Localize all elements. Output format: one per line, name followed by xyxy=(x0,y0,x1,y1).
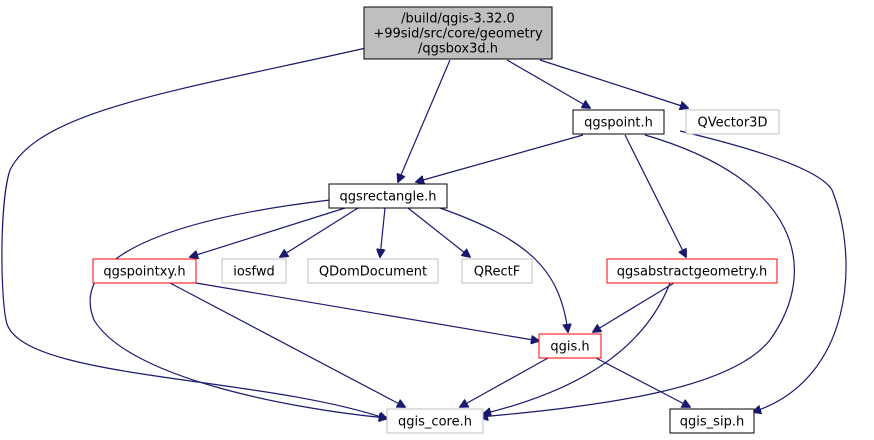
node-label: /build/qgis-3.32.0 xyxy=(401,12,515,27)
node-box xyxy=(685,109,780,135)
edge-qgis-to-qgis_core xyxy=(460,357,549,407)
node-box xyxy=(461,258,533,284)
node-box xyxy=(307,258,439,284)
node-qgspoint[interactable]: qgspoint.h xyxy=(572,109,665,135)
node-box xyxy=(386,408,484,434)
node-label: qgis.h xyxy=(550,340,589,355)
node-box xyxy=(606,258,778,284)
edge-qgspoint-to-qgis_sip xyxy=(679,130,847,412)
node-box xyxy=(328,183,448,209)
edge-qgsrectangle-to-qgis xyxy=(439,207,568,332)
edge-qgsrectangle-to-qgspointxy xyxy=(190,207,346,257)
edge-root-to-qgis_core xyxy=(1,47,387,419)
edge-root-to-qgsrectangle xyxy=(398,59,451,182)
edge-qgsrectangle-to-qgis_core xyxy=(89,199,387,418)
node-label: qgis_sip.h xyxy=(680,415,744,430)
node-label: QDomDocument xyxy=(319,265,427,280)
node-label: qgspoint.h xyxy=(584,116,653,131)
node-qgis-sip[interactable]: qgis_sip.h xyxy=(669,408,755,434)
node-box xyxy=(363,6,553,60)
node-qdomdocument[interactable]: QDomDocument xyxy=(307,258,439,284)
node-label: qgis_core.h xyxy=(398,415,472,430)
node-box xyxy=(538,333,602,359)
node-root: /build/qgis-3.32.0+99sid/src/core/geomet… xyxy=(363,6,553,60)
edge-qgspoint-to-qgis_core xyxy=(480,134,795,417)
node-qgis[interactable]: qgis.h xyxy=(538,333,602,359)
node-label: /qgsbox3d.h xyxy=(418,42,498,57)
node-label: QRectF xyxy=(474,265,520,280)
edge-qgspoint-to-qgsabstractgeometry xyxy=(624,134,686,257)
edge-qgspointxy-to-qgis xyxy=(195,282,539,341)
node-qrectf[interactable]: QRectF xyxy=(461,258,533,284)
node-label: iosfwd xyxy=(233,265,275,280)
node-label: qgspointxy.h xyxy=(103,265,185,280)
edge-qgsrectangle-to-qrectf xyxy=(407,207,470,257)
node-label: QVector3D xyxy=(698,116,768,131)
edge-qgsabstractgeometry-to-qgis xyxy=(593,282,675,332)
node-label: qgsrectangle.h xyxy=(339,190,436,205)
node-qvector3d[interactable]: QVector3D xyxy=(685,109,780,135)
node-box xyxy=(221,258,287,284)
edge-qgsabstractgeometry-to-qgis_core xyxy=(483,282,671,414)
nodes-layer: /build/qgis-3.32.0+99sid/src/core/geomet… xyxy=(92,6,780,434)
node-qgsabstractgeometry[interactable]: qgsabstractgeometry.h xyxy=(606,258,778,284)
edges-layer xyxy=(1,47,847,419)
node-box xyxy=(669,408,755,434)
edge-qgspoint-to-qgsrectangle xyxy=(416,134,584,182)
edge-qgspointxy-to-qgis_core xyxy=(169,282,405,407)
edge-root-to-qvector3d xyxy=(539,59,688,108)
node-qgsrectangle[interactable]: qgsrectangle.h xyxy=(328,183,448,209)
node-box xyxy=(92,258,197,284)
edge-qgsrectangle-to-iosfwd xyxy=(280,207,359,257)
node-iosfwd[interactable]: iosfwd xyxy=(221,258,287,284)
edge-qgsrectangle-to-qdomdocument xyxy=(380,207,386,257)
node-qgis-core[interactable]: qgis_core.h xyxy=(386,408,484,434)
edge-root-to-qgspoint xyxy=(506,59,590,108)
node-label: qgsabstractgeometry.h xyxy=(617,265,767,280)
node-box xyxy=(572,109,665,135)
node-qgspointxy[interactable]: qgspointxy.h xyxy=(92,258,197,284)
edge-qgis-to-qgis_sip xyxy=(595,357,690,407)
node-label: +99sid/src/core/geometry xyxy=(373,27,543,42)
